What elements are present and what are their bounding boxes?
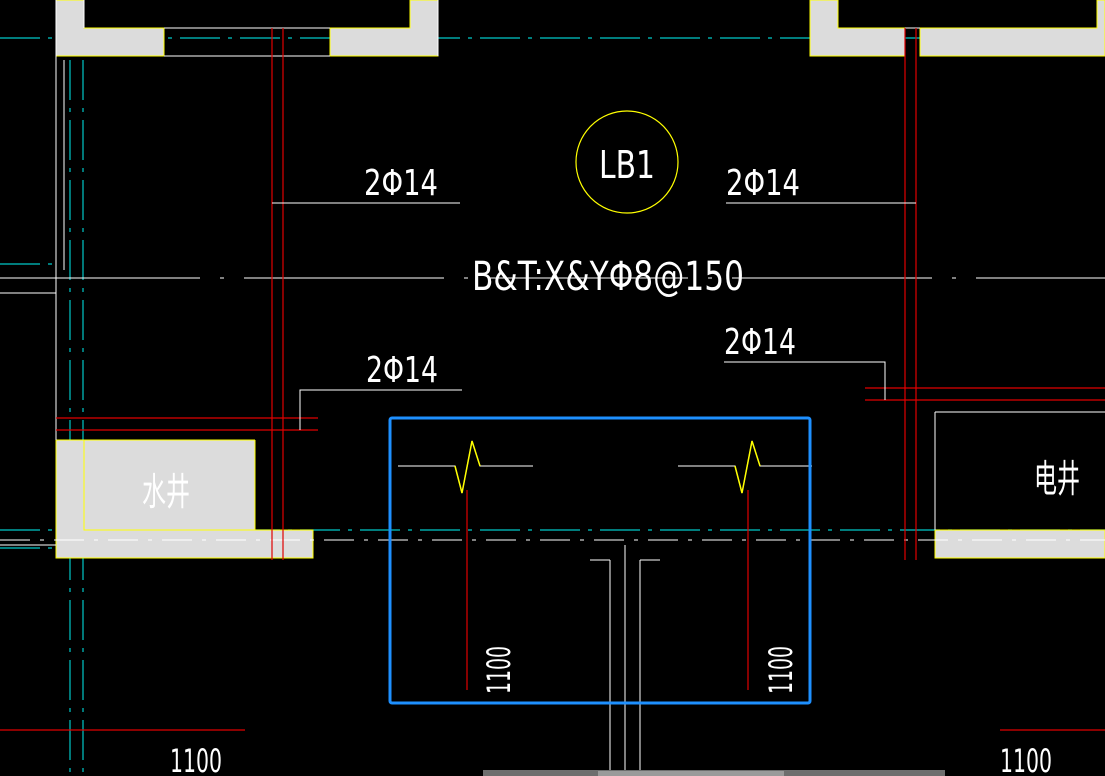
wall-top-right-2 [919,0,1105,57]
slab-tag-label: LB1 [599,143,655,187]
water-shaft-label: 水井 [142,470,190,514]
electric-shaft-label: 电井 [1034,457,1080,501]
bottom-dim-right-label: 1100 [1000,742,1052,776]
mid-left-rebar-label: 2Φ14 [366,350,438,391]
mid-right-rebar-label: 2Φ14 [724,322,796,363]
bar-length-right-label: 1100 [762,646,800,694]
bar-length-left-label: 1100 [480,646,518,694]
horizontal-scrollbar-thumb[interactable] [598,771,784,776]
wall-electric-shaft [934,529,1105,559]
leader-lines [272,202,916,430]
break-symbols [398,440,812,494]
selection-box[interactable] [388,416,812,705]
wall-top-left [55,0,165,57]
wall-top-right [809,0,906,57]
slab-reinforcement-label: B&T:X&YΦ8@150 [472,254,744,300]
top-left-rebar-label: 2Φ14 [364,163,438,204]
rebar-lines [0,28,1105,731]
top-right-rebar-label: 2Φ14 [726,163,800,204]
slab-tag-circle [575,110,679,214]
wall-top-left-2 [329,0,439,57]
walls [55,0,1105,559]
bottom-dim-left-label: 1100 [170,742,222,776]
